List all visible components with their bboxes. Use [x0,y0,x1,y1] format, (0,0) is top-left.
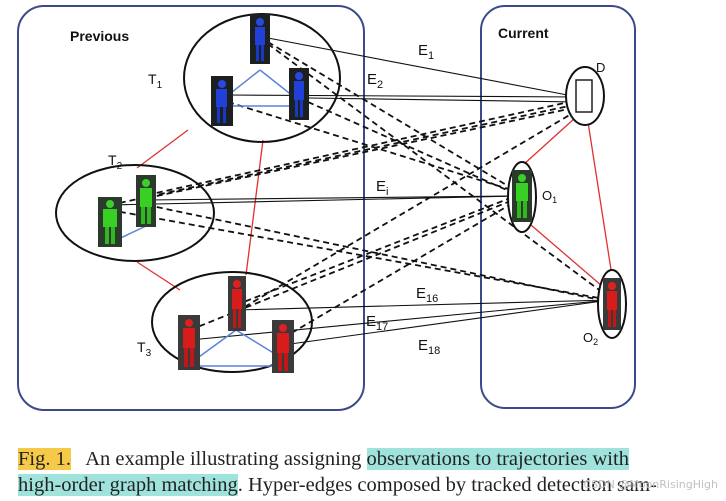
trajectory-t2: T2 [55,152,215,262]
caption-line-2: high-order graph matching. Hyper-edges c… [18,472,722,498]
t3-label: T3 [137,339,152,359]
previous-panel [17,5,365,411]
red-edge-t1-t3 [245,139,264,276]
person-green-1 [98,197,122,247]
caption-highlight-2: high-order graph matching [18,474,238,496]
o2-label: O2 [583,330,598,347]
t2-label: T2 [108,152,123,172]
previous-title: Previous [70,28,129,44]
graph-figure: Previous Current [17,5,636,411]
o1-label: O1 [542,188,557,205]
trajectory-t3: T3 [137,271,313,373]
red-edge-o1-o2 [530,224,603,287]
caption-line-1: Fig. 1. An example illustrating assignin… [18,446,722,472]
red-edge-t1-t2 [136,129,189,169]
detection-d: D [565,60,605,126]
trajectory-t1: T1 [148,13,341,143]
person-blue-3 [289,68,309,120]
person-blue-2 [211,76,233,126]
person-blue-1 [250,14,270,64]
person-green-2 [136,175,156,227]
caption-highlight-1: observations to trajectories with [366,448,629,470]
solid-hyper-edges [109,37,611,346]
caption-fig-label: Fig. 1. [18,448,71,470]
observation-o1: O1 [507,161,557,233]
red-edge-d-o1 [522,117,576,166]
edge-label-e2: E2 [367,71,383,91]
red-edge-t2-t3 [136,261,181,291]
red-edge-d-o2 [587,121,613,277]
person-red-2 [178,315,200,370]
edge-label-e16: E16 [416,285,438,305]
edge-label-e1: E1 [418,42,434,62]
edge-label-e18: E18 [418,337,440,357]
edge-label-e17: E17 [366,313,388,333]
edge-label-ei: Ei [376,178,388,198]
current-title: Current [498,25,549,41]
person-red-1 [228,276,246,331]
figure-caption: Fig. 1. An example illustrating assignin… [18,446,722,498]
observation-o2: O2 [583,269,627,347]
caption-text-2: . Hyper-edges composed by tracked detect… [237,474,657,496]
dashed-hyper-edges [109,41,611,339]
watermark: CSDN @MoonRisingHigh [583,478,718,491]
person-red-3 [272,320,294,373]
t1-label: T1 [148,71,163,91]
caption-text-1: An example illustrating assigning [85,448,362,470]
d-label: D [596,60,605,75]
current-panel [480,5,636,409]
